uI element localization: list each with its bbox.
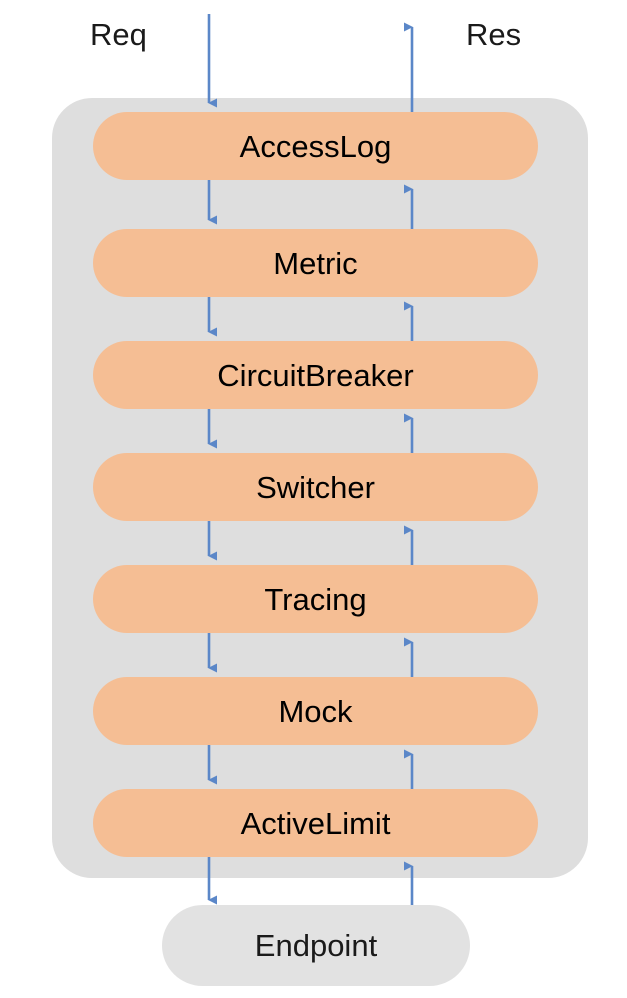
middleware-label: CircuitBreaker bbox=[217, 357, 414, 393]
response-flow-label: Res bbox=[466, 17, 522, 52]
middleware-label: Switcher bbox=[256, 469, 375, 505]
middleware-label: Metric bbox=[273, 245, 358, 281]
middleware-label: AccessLog bbox=[239, 128, 392, 164]
middleware-metric[interactable]: Metric bbox=[93, 229, 538, 297]
endpoint-node[interactable]: Endpoint bbox=[162, 905, 470, 986]
middleware-label: ActiveLimit bbox=[240, 805, 391, 841]
middleware-accesslog[interactable]: AccessLog bbox=[93, 112, 538, 180]
endpoint-label: Endpoint bbox=[254, 927, 378, 963]
request-flow-label: Req bbox=[90, 17, 147, 52]
middleware-tracing[interactable]: Tracing bbox=[93, 565, 538, 633]
middleware-activelimit[interactable]: ActiveLimit bbox=[93, 789, 538, 857]
middleware-circuitbreaker[interactable]: CircuitBreaker bbox=[93, 341, 538, 409]
middleware-mock[interactable]: Mock bbox=[93, 677, 538, 745]
middleware-switcher[interactable]: Switcher bbox=[93, 453, 538, 521]
middleware-label: Tracing bbox=[264, 581, 367, 617]
middleware-label: Mock bbox=[278, 693, 353, 729]
